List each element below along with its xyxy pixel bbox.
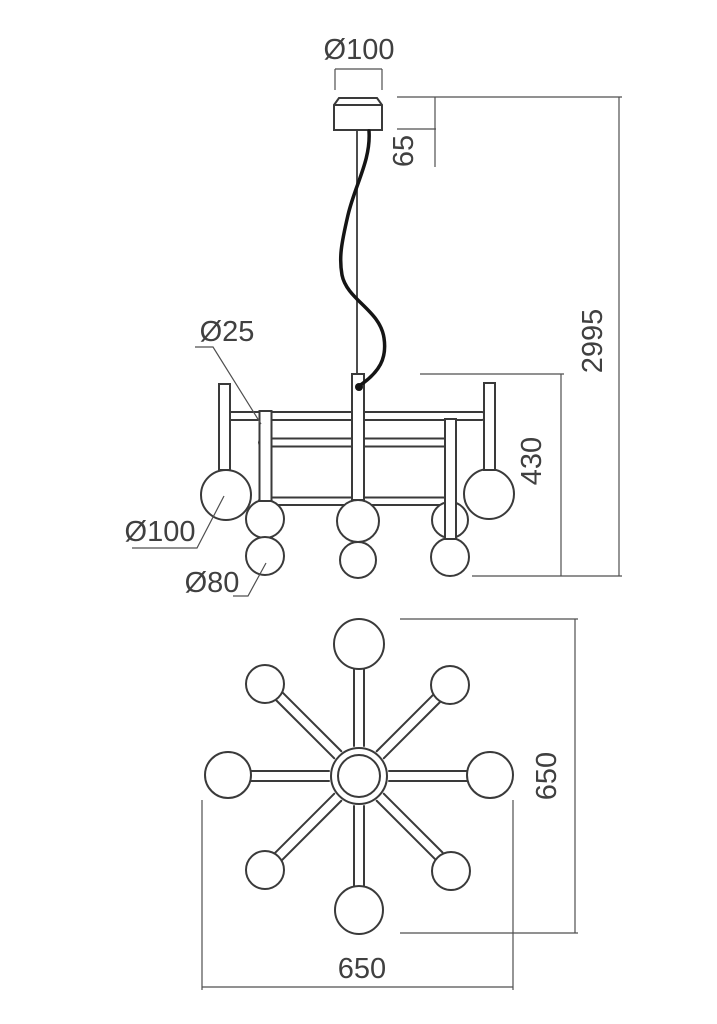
label-body-height: 430	[516, 437, 548, 485]
small-sphere	[430, 537, 470, 577]
small-sphere	[245, 499, 285, 539]
large-sphere-right	[463, 468, 515, 520]
cable-end	[355, 383, 363, 391]
plan-height-dim	[400, 618, 578, 934]
rod-right-center	[444, 418, 457, 540]
plan-sphere-sw	[245, 850, 285, 890]
small-sphere	[339, 541, 377, 579]
plan-sphere-nw	[245, 664, 285, 704]
plan-sphere-se	[431, 851, 471, 891]
hub-center	[337, 754, 381, 798]
label-small-sphere: Ø80	[185, 567, 240, 599]
post-right	[483, 382, 496, 471]
plan-width-dim	[201, 800, 514, 990]
plan-sphere-n	[333, 618, 385, 670]
label-large-sphere: Ø100	[125, 516, 196, 548]
post-left	[218, 383, 231, 471]
arm-tube-leader	[195, 346, 262, 425]
canopy-diameter-bracket	[334, 68, 383, 90]
suspension-cable	[338, 129, 387, 391]
rod-left-center	[258, 410, 273, 502]
top-view	[204, 618, 514, 935]
plan-sphere-ne	[430, 665, 470, 705]
plan-sphere-s	[334, 885, 384, 935]
small-sphere	[336, 499, 380, 543]
plan-sphere-w	[204, 751, 252, 799]
canopy	[333, 97, 383, 131]
top-view-dimensions: 650 650	[201, 618, 578, 990]
central-stem	[351, 373, 365, 501]
glass-spheres-side	[200, 468, 515, 579]
label-arm-tube-diameter: Ø25	[200, 316, 255, 348]
large-sphere-left	[200, 469, 252, 521]
hub-outer-ring	[330, 747, 388, 805]
small-sphere-leader	[233, 562, 267, 597]
side-view	[200, 97, 515, 579]
plan-sphere-e	[466, 751, 514, 799]
label-overall-height: 2995	[577, 309, 609, 374]
label-plan-height: 650	[531, 752, 563, 800]
small-sphere	[245, 536, 285, 576]
large-sphere-leader	[132, 495, 225, 549]
canopy-height-dim	[397, 96, 622, 167]
label-canopy-height: 65	[388, 135, 420, 167]
label-canopy-diameter: Ø100	[324, 34, 395, 66]
radial-arms	[249, 666, 469, 888]
label-plan-width: 650	[338, 953, 386, 985]
glass-spheres-plan	[204, 618, 514, 935]
side-view-dimensions: Ø100 65 2995 430 Ø25 Ø100 Ø80	[125, 34, 622, 599]
body-height-dim	[420, 373, 622, 577]
